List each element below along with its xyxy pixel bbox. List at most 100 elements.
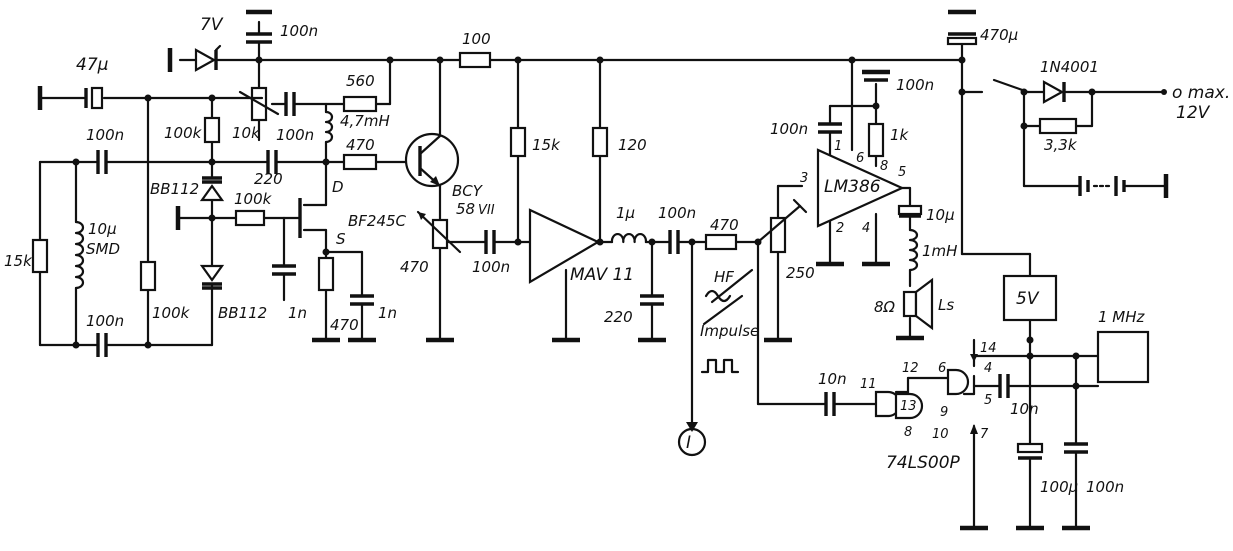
- resistor-100k-a: [203, 116, 221, 144]
- label-r-1k: 1k: [890, 126, 910, 144]
- label-r-100k-c: 100k: [152, 304, 191, 322]
- nand-gate-b: [894, 392, 924, 420]
- capacitor-10u-out: [897, 204, 923, 218]
- label-pot-470: 470: [400, 258, 429, 276]
- label-c-1n-a: 1n: [288, 304, 307, 322]
- resistor-470-c: [317, 256, 335, 292]
- label-r-470-b: 470: [710, 216, 739, 234]
- diode-7v-zener: [194, 44, 222, 72]
- label-c-10u: 10µ: [926, 206, 955, 224]
- varactor-bb112-a: [199, 176, 225, 202]
- label-vmax: o max.: [1172, 83, 1230, 103]
- potentiometer-10k: [238, 86, 280, 122]
- label-c-100n-d: 100n: [770, 120, 808, 138]
- resistor-100: [458, 51, 492, 69]
- resistor-3k3: [1038, 117, 1078, 135]
- label-g-11: 11: [860, 377, 877, 392]
- label-bcy-sub: VII: [478, 203, 495, 218]
- inductor-1u: [610, 233, 648, 244]
- label-c-10n-b: 10n: [1010, 400, 1039, 418]
- label-r-3k3: 3,3k: [1044, 136, 1078, 154]
- impulse-waveform-icon: [700, 358, 740, 374]
- label-g-8: 8: [904, 425, 912, 440]
- varactor-bb112-b: [199, 264, 225, 290]
- label-l-10u: 10µ: [88, 220, 117, 238]
- label-g-5: 5: [984, 393, 992, 408]
- label-g-14: 14: [980, 341, 997, 356]
- label-c-10n-a: 10n: [818, 370, 847, 388]
- capacitor-100n-coupling: [484, 230, 496, 254]
- nand-gate-c: [946, 368, 970, 396]
- resistor-1k: [867, 122, 885, 158]
- capacitor-220-b: [640, 294, 664, 306]
- transistor-bcy58: [404, 132, 460, 188]
- wires: [38, 20, 1168, 530]
- resistor-15k: [509, 126, 527, 158]
- output-arrow-icon: [686, 422, 698, 432]
- diode-1n4001: [1042, 80, 1066, 104]
- label-s: S: [336, 230, 346, 248]
- label-r-100-top: 100: [462, 30, 491, 48]
- capacitor-470u: [946, 32, 978, 46]
- inductor-1mh: [908, 228, 919, 272]
- junction-dots: [72, 56, 1167, 390]
- label-ic-74ls00: 74LS00P: [886, 453, 961, 473]
- capacitors: [84, 32, 1088, 460]
- speaker: [902, 277, 934, 331]
- label-r-470-c: 470: [330, 316, 359, 334]
- label-pin-4: 4: [862, 221, 870, 236]
- label-pin-2: 2: [836, 221, 844, 236]
- diodes: [194, 44, 1066, 290]
- label-bb112-b: BB112: [218, 304, 267, 322]
- label-reg-5v: 5V: [1016, 289, 1040, 309]
- capacitor-10n-b: [998, 374, 1010, 398]
- capacitor-100n-left-top: [96, 150, 108, 174]
- impulse-divider: [702, 294, 744, 326]
- label-r-8ohm: 8Ω: [874, 298, 896, 316]
- label-g-7: 7: [980, 427, 989, 442]
- label-r-470-a: 470: [346, 136, 375, 154]
- label-r-15k-a: 15k: [532, 136, 561, 154]
- label-vmax-val: 12V: [1176, 103, 1211, 123]
- label-c-220: 220: [254, 170, 283, 188]
- capacitor-47u-input: [84, 86, 104, 110]
- amplifier-lm386: [816, 148, 905, 228]
- label-c-100n-f: 100n: [86, 312, 124, 330]
- resistor-100k-b: [234, 209, 266, 227]
- capacitor-220: [266, 150, 278, 174]
- label-g-6: 6: [938, 361, 946, 376]
- label-c-470u: 470µ: [980, 26, 1018, 44]
- resistors: [31, 51, 1078, 292]
- resistor-15k-left: [31, 238, 49, 274]
- label-bf245: BF245C: [348, 212, 407, 230]
- label-out-I: I: [686, 433, 691, 453]
- label-g-13: 13: [900, 399, 917, 414]
- capacitor-100n-mav-out: [668, 230, 680, 254]
- label-g-12: 12: [902, 361, 919, 376]
- label-pin-1: 1: [834, 139, 842, 154]
- label-r-15k-b: 15k: [4, 252, 33, 270]
- inductor-10u-smd: [74, 220, 85, 290]
- resistor-120: [591, 126, 609, 158]
- label-c-top: 100n: [280, 22, 318, 40]
- label-r-100k-b: 100k: [234, 190, 273, 208]
- label-osc-1mhz: 1 MHz: [1098, 308, 1146, 326]
- amplifier-mav11: [528, 208, 601, 284]
- capacitor-100n-pot: [284, 92, 296, 116]
- resistor-470-a: [342, 153, 378, 171]
- resistor-560: [342, 95, 378, 113]
- label-l-smd: SMD: [86, 240, 120, 258]
- ground-symbols: [37, 9, 1169, 531]
- label-l-1u: 1µ: [616, 204, 635, 222]
- potentiometer-470: [416, 210, 462, 254]
- capacitor-100n-supply: [1064, 442, 1088, 454]
- label-bb112-a: BB112: [150, 180, 199, 198]
- inductor-47mh: [324, 110, 334, 144]
- label-g-4: 4: [984, 361, 992, 376]
- label-r-120: 120: [618, 136, 647, 154]
- regulator-5v: [1002, 274, 1058, 322]
- label-g-10: 10: [932, 427, 949, 442]
- capacitor-10n-a: [824, 392, 836, 416]
- capacitor-100n-left-bottom: [96, 333, 108, 357]
- labels: 7V 100n 47µ 100 470µ 1N4001 o max. 12V 5…: [4, 15, 1230, 496]
